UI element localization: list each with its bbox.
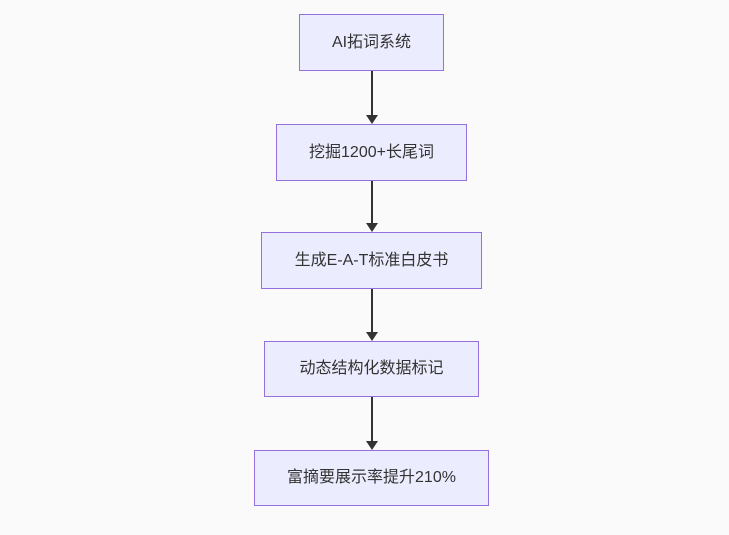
node-label: 富摘要展示率提升210%: [287, 469, 456, 486]
node-label: AI拓词系统: [331, 33, 412, 51]
node-label: 挖掘1200+长尾词: [309, 143, 434, 161]
arrowhead-down-icon: [365, 332, 378, 341]
flowchart-edge-4: [365, 397, 378, 450]
flowchart-node-ai-word-expansion-system: AI拓词系统: [299, 14, 444, 71]
edge-line: [370, 397, 373, 441]
edge-line: [370, 181, 373, 223]
flowchart-edge-1: [365, 71, 378, 124]
flowchart-node-rich-snippet-rate-increase: 富摘要展示率提升210%: [254, 450, 489, 506]
arrowhead-down-icon: [365, 441, 378, 450]
flowchart-edge-3: [365, 289, 378, 341]
node-label: 动态结构化数据标记: [299, 360, 444, 377]
flowchart-node-mine-longtail-keywords: 挖掘1200+长尾词: [276, 124, 467, 181]
arrowhead-down-icon: [365, 223, 378, 232]
edge-line: [370, 71, 373, 115]
flowchart-node-generate-eat-whitepaper: 生成E-A-T标准白皮书: [261, 232, 482, 289]
node-label: 生成E-A-T标准白皮书: [294, 251, 449, 269]
flowchart-node-dynamic-structured-data-markup: 动态结构化数据标记: [264, 341, 479, 397]
arrowhead-down-icon: [365, 115, 378, 124]
edge-line: [370, 289, 373, 332]
flowchart-edge-2: [365, 181, 378, 232]
